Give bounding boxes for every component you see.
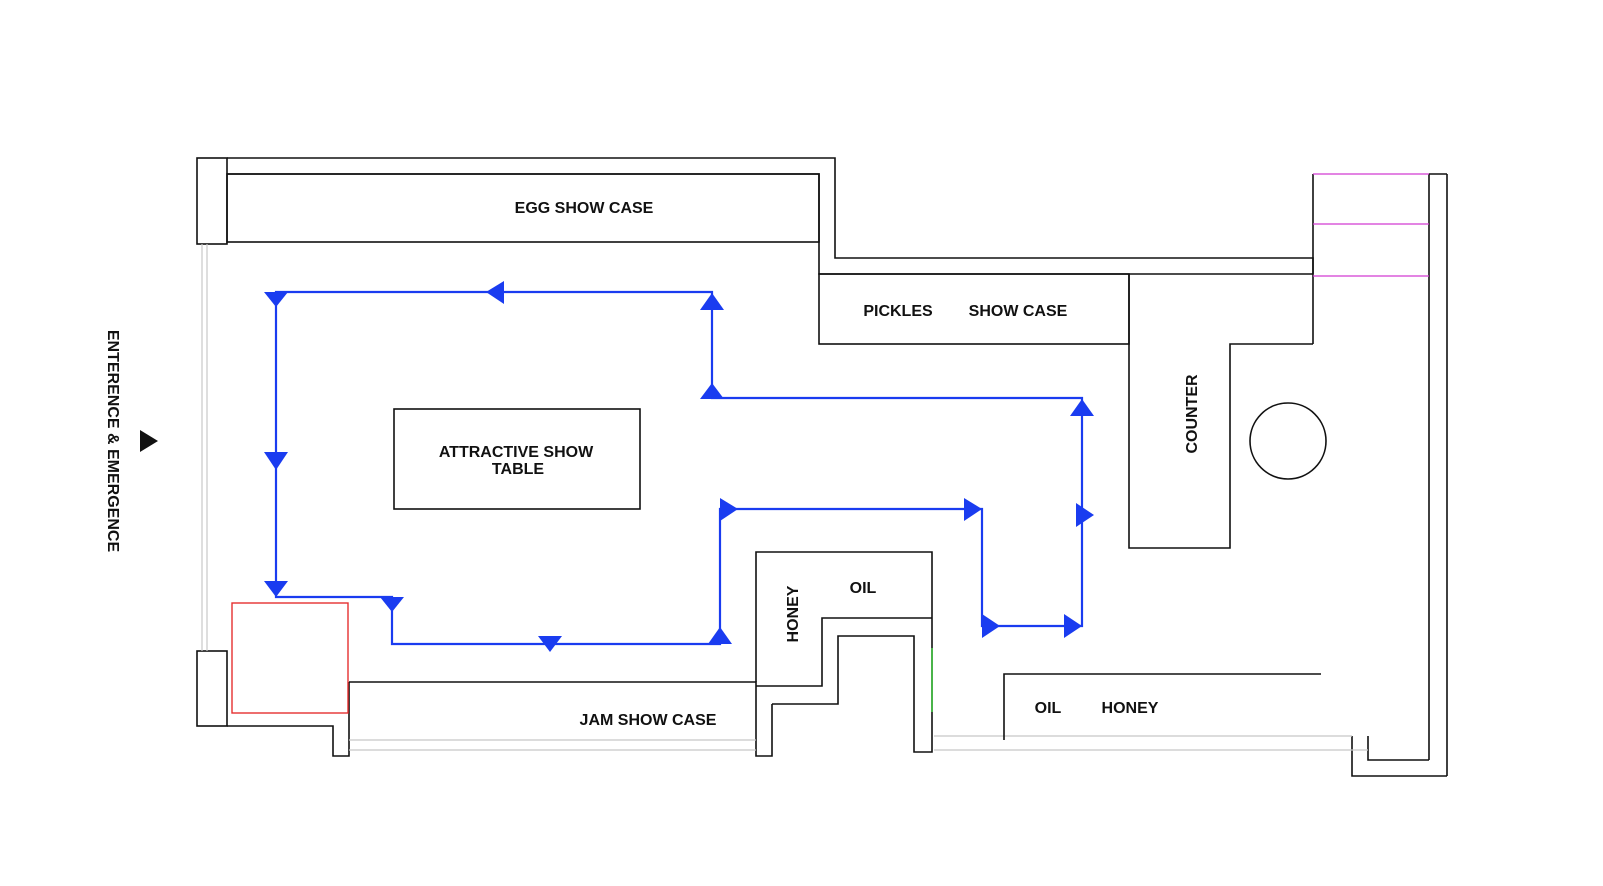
- arrow-right-icon: [982, 614, 1000, 638]
- arrow-down-icon: [264, 292, 288, 307]
- arrow-down-icon: [264, 581, 288, 597]
- oil-top-label: OIL: [850, 580, 877, 597]
- pickles-label: PICKLES: [863, 303, 933, 320]
- triangle-right-icon: [140, 430, 158, 452]
- attractive-show-table: ATTRACTIVE SHOW TABLE: [393, 408, 641, 510]
- left-bottom-pillar: [196, 650, 228, 727]
- honey-oil-shelf: HONEY OIL: [785, 580, 877, 642]
- arrow-down-icon: [380, 597, 404, 612]
- arrow-right-icon: [1076, 503, 1094, 527]
- arrow-up-icon: [700, 383, 724, 399]
- counter-label: COUNTER: [1184, 374, 1201, 454]
- flow-arrows: [264, 281, 1094, 652]
- attractive-show-table-label-1: ATTRACTIVE SHOW: [439, 444, 594, 461]
- bottom-right-nook: [1351, 736, 1447, 777]
- top-wall: [227, 157, 1314, 274]
- honey-bottom-label: HONEY: [1102, 700, 1159, 717]
- egg-show-case-label: EGG SHOW CASE: [515, 200, 654, 217]
- jam-show-case-label: JAM SHOW CASE: [580, 712, 717, 729]
- pickles-show-case: PICKLES SHOW CASE: [818, 273, 1130, 345]
- arrow-up-icon: [708, 627, 732, 644]
- attractive-show-table-label-2: TABLE: [492, 461, 544, 478]
- bottom-left-wall: [227, 682, 350, 757]
- magenta-shelves: [1313, 173, 1429, 277]
- round-table: [1249, 402, 1327, 480]
- arrow-down-icon: [264, 452, 288, 470]
- honey-vertical-label: HONEY: [785, 585, 802, 642]
- left-top-pillar: [196, 157, 228, 245]
- entrance-marker: ENTERENCE & EMERGENCE: [104, 330, 158, 553]
- oil-honey-show-case: OIL HONEY: [1003, 673, 1321, 740]
- arrow-right-icon: [1064, 614, 1082, 638]
- arrow-right-icon: [720, 498, 738, 521]
- pickles-show-case-label: SHOW CASE: [969, 303, 1068, 320]
- arrow-up-icon: [700, 293, 724, 310]
- arrow-left-icon: [486, 281, 504, 304]
- honey-oil-bay: [755, 551, 933, 753]
- entrance-label: ENTERENCE & EMERGENCE: [104, 330, 121, 553]
- oil-bottom-label: OIL: [1035, 700, 1062, 717]
- red-zone-box: [231, 602, 349, 714]
- arrow-up-icon: [1070, 399, 1094, 416]
- counter: COUNTER: [1128, 274, 1327, 549]
- jam-show-case: JAM SHOW CASE: [580, 712, 717, 729]
- arrow-right-icon: [964, 498, 982, 521]
- arrow-down-icon: [538, 636, 562, 652]
- egg-show-case: EGG SHOW CASE: [226, 173, 820, 243]
